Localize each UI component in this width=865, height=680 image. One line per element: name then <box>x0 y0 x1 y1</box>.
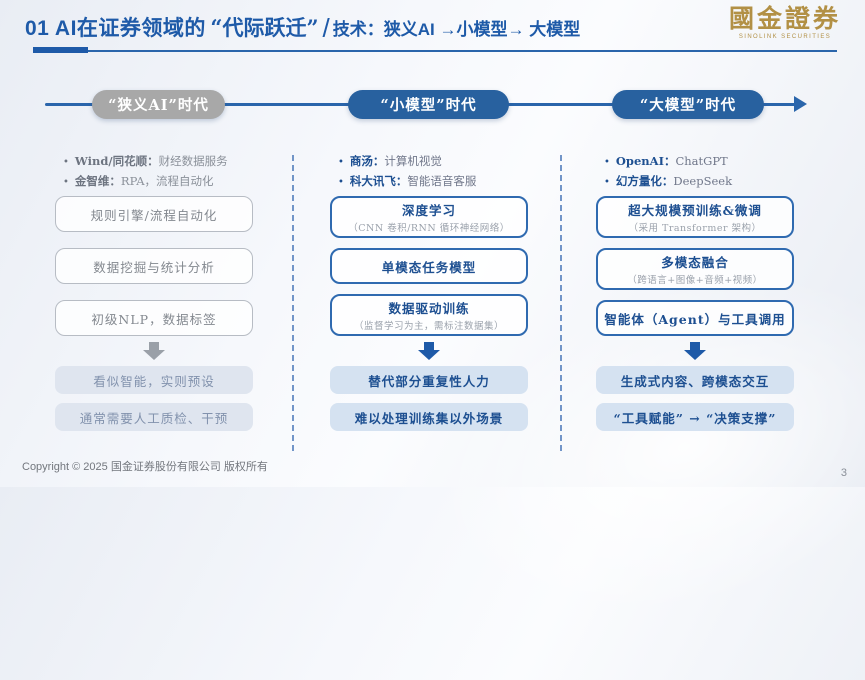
list-item: • 科大讯飞：智能语音客服 <box>338 172 528 192</box>
era-pill-large-model: “大模型”时代 <box>612 90 764 119</box>
box-subtitle: （采用 Transformer 架构） <box>628 223 762 234</box>
column-narrow-ai: • Wind/同花顺：财经数据服务 • 金智维：RPA，流程自动化 规则引擎/流程自… <box>55 146 253 431</box>
capability-box: 规则引擎/流程自动化 <box>55 196 253 232</box>
down-arrow-icon <box>418 342 440 360</box>
box-title: 初级NLP，数据标签 <box>91 311 217 327</box>
timeline-arrowhead-icon <box>794 96 807 112</box>
bullet-icon: • <box>338 157 344 168</box>
capability-boxes: 超大规模预训练&微调 （采用 Transformer 架构） 多模态融合 （跨语言+… <box>596 196 794 336</box>
logo-brand-cn: 國金證券 <box>728 4 841 33</box>
result-box: 替代部分重复性人力 <box>330 366 528 394</box>
capability-boxes: 深度学习 （CNN 卷积/RNN 循环神经网络） 单模态任务模型 数据驱动训练 （监… <box>330 196 528 336</box>
capability-boxes: 规则引擎/流程自动化 数据挖掘与统计分析 初级NLP，数据标签 <box>55 196 253 336</box>
bullet-icon: • <box>63 177 69 188</box>
page-title: 01 AI在证券领域的 “代际跃迁”/技术：狭义AI →小模型→ 大模型 <box>25 12 580 44</box>
capability-box: 数据驱动训练 （监督学习为主，需标注数据集） <box>330 294 528 336</box>
capability-box: 智能体（Agent）与工具调用 <box>596 300 794 336</box>
capability-box: 初级NLP，数据标签 <box>55 300 253 336</box>
result-box: 看似智能，实则预设 <box>55 366 253 394</box>
bullet-rest: 财经数据服务 <box>158 154 228 168</box>
bullet-list: • OpenAI：ChatGPT • 幻方量化：DeepSeek <box>596 146 794 196</box>
box-title: 智能体（Agent）与工具调用 <box>604 311 786 327</box>
column-large-model: • OpenAI：ChatGPT • 幻方量化：DeepSeek 超大规模预训练&微… <box>596 146 794 431</box>
bullet-rest: 计算机视觉 <box>384 154 442 168</box>
box-title: 超大规模预训练&微调 <box>628 203 762 218</box>
era-timeline: “狭义AI”时代 “小模型”时代 “大模型”时代 <box>0 90 865 120</box>
bullet-rest: DeepSeek <box>673 174 733 188</box>
column-separator <box>292 155 294 451</box>
down-arrow-icon <box>684 342 706 360</box>
down-arrow-icon <box>143 342 165 360</box>
copyright-text: Copyright © 2025 国金证券股份有限公司 版权所有 <box>22 461 268 473</box>
result-boxes: 替代部分重复性人力 难以处理训练集以外场景 <box>330 366 528 431</box>
list-item: • 幻方量化：DeepSeek <box>604 172 794 192</box>
capability-box: 超大规模预训练&微调 （采用 Transformer 架构） <box>596 196 794 238</box>
list-item: • 商汤：计算机视觉 <box>338 152 528 172</box>
bullet-lead: 商汤： <box>349 154 385 168</box>
column-small-model: • 商汤：计算机视觉 • 科大讯飞：智能语音客服 深度学习 （CNN 卷积/RNN 循… <box>330 146 528 431</box>
capability-box: 数据挖掘与统计分析 <box>55 248 253 284</box>
era-pill-small-model: “小模型”时代 <box>348 90 509 119</box>
title-tech: 技术：狭义AI →小模型→ 大模型 <box>332 20 581 39</box>
title-slash: / <box>322 13 330 43</box>
bullet-rest: 智能语音客服 <box>407 174 477 188</box>
box-title: 单模态任务模型 <box>381 259 477 275</box>
bullet-icon: • <box>604 157 610 168</box>
box-title: 数据挖掘与统计分析 <box>93 259 215 275</box>
list-item: • Wind/同花顺：财经数据服务 <box>63 152 253 172</box>
capability-box: 单模态任务模型 <box>330 248 528 284</box>
title-quoted: “代际跃迁” <box>210 15 319 40</box>
bullet-lead: 幻方量化： <box>615 174 674 188</box>
list-item: • OpenAI：ChatGPT <box>604 152 794 172</box>
box-title: 多模态融合 <box>661 255 729 270</box>
bullet-list: • 商汤：计算机视觉 • 科大讯飞：智能语音客服 <box>330 146 528 196</box>
bullet-rest: RPA，流程自动化 <box>120 174 214 188</box>
column-separator <box>560 155 562 451</box>
capability-box: 深度学习 （CNN 卷积/RNN 循环神经网络） <box>330 196 528 238</box>
bullet-lead: 科大讯飞： <box>349 174 408 188</box>
era-pill-narrow-ai: “狭义AI”时代 <box>92 90 225 119</box>
bullet-icon: • <box>63 157 69 168</box>
box-title: 深度学习 <box>401 203 456 218</box>
company-logo: 國金證券 SINOLINK SECURITIES <box>729 6 841 40</box>
bullet-lead: Wind/同花顺： <box>74 154 159 168</box>
box-subtitle: （跨语言+图像+音频+视频） <box>627 275 763 286</box>
bullet-rest: ChatGPT <box>675 154 728 168</box>
box-title: 规则引擎/流程自动化 <box>90 207 218 223</box>
result-box: “工具赋能” → “决策支撑” <box>596 403 794 431</box>
box-subtitle: （监督学习为主，需标注数据集） <box>353 321 504 332</box>
bullet-lead: 金智维： <box>74 174 121 188</box>
title-underline-accent <box>33 47 88 53</box>
bullet-list: • Wind/同花顺：财经数据服务 • 金智维：RPA，流程自动化 <box>55 146 253 196</box>
list-item: • 金智维：RPA，流程自动化 <box>63 172 253 192</box>
result-box: 通常需要人工质检、干预 <box>55 403 253 431</box>
bullet-icon: • <box>604 177 610 188</box>
bullet-icon: • <box>338 177 344 188</box>
bullet-lead: OpenAI： <box>615 154 676 168</box>
capability-box: 多模态融合 （跨语言+图像+音频+视频） <box>596 248 794 290</box>
title-underline <box>33 50 837 52</box>
result-box: 难以处理训练集以外场景 <box>330 403 528 431</box>
title-prefix: 01 AI在证券领域的 <box>25 17 206 40</box>
result-boxes: 看似智能，实则预设 通常需要人工质检、干预 <box>55 366 253 431</box>
result-boxes: 生成式内容、跨模态交互 “工具赋能” → “决策支撑” <box>596 366 794 431</box>
box-subtitle: （CNN 卷积/RNN 循环神经网络） <box>348 223 510 234</box>
box-title: 数据驱动训练 <box>388 301 470 316</box>
slide: 01 AI在证券领域的 “代际跃迁”/技术：狭义AI →小模型→ 大模型 國金證… <box>0 6 865 680</box>
result-box: 生成式内容、跨模态交互 <box>596 366 794 394</box>
logo-brand-en: SINOLINK SECURITIES <box>738 34 832 40</box>
page-number: 3 <box>840 467 847 479</box>
